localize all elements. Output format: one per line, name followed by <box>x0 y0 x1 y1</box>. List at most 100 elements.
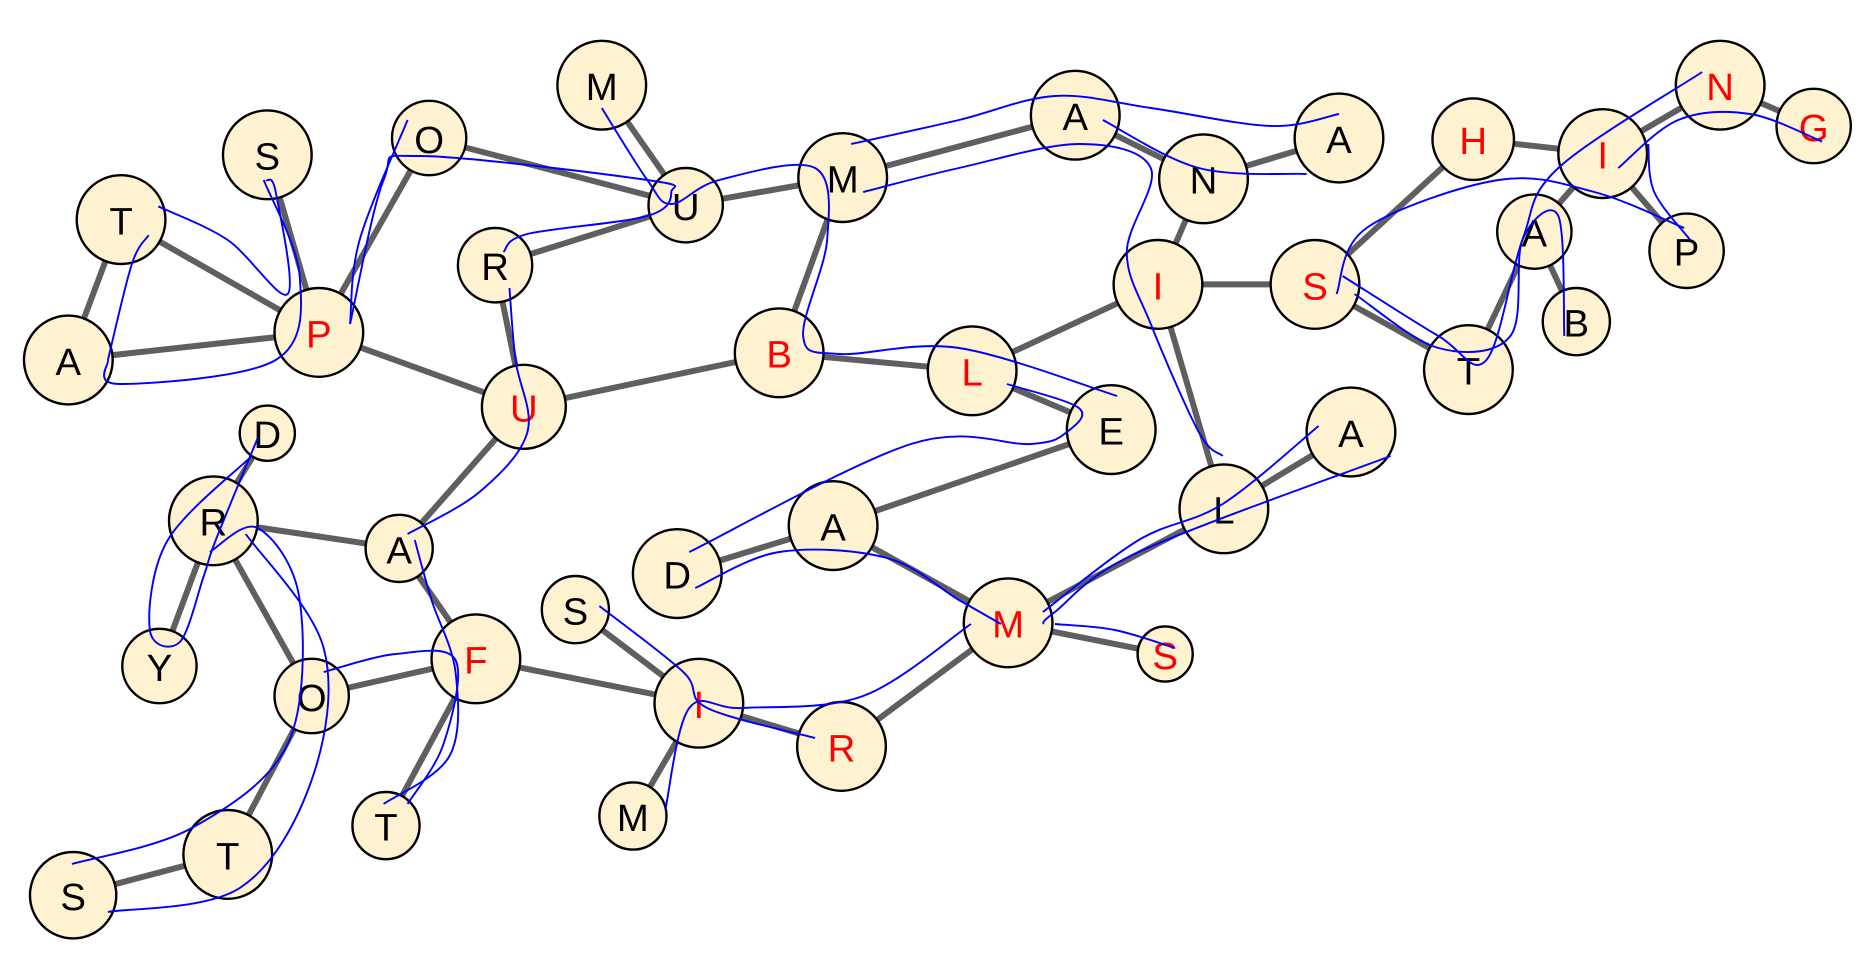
node-circle <box>1065 383 1157 476</box>
letter-node[interactable]: A <box>1293 92 1385 184</box>
node-letter: S <box>563 590 589 633</box>
node-letter: S <box>255 136 281 179</box>
node-circle <box>1775 87 1853 165</box>
trace-path <box>664 623 972 811</box>
node-letter: G <box>1799 107 1829 150</box>
word-trace-paths <box>71 71 1823 913</box>
node-letter: T <box>374 806 397 849</box>
node-letter: E <box>1098 410 1124 453</box>
letter-node[interactable]: R <box>795 700 888 792</box>
letter-node[interactable]: U <box>647 166 725 244</box>
trace-path <box>1054 623 1176 649</box>
node-letter: R <box>828 727 856 770</box>
node-letter: D <box>253 414 281 457</box>
node-circle <box>1557 108 1649 200</box>
letter-node[interactable]: Y <box>121 627 198 705</box>
letter-node[interactable]: M <box>598 781 668 851</box>
node-letter: O <box>414 119 444 162</box>
node-circle <box>1293 92 1385 184</box>
node-letter: H <box>1459 120 1487 163</box>
letter-node[interactable]: B <box>733 307 825 399</box>
node-letter: M <box>992 604 1024 647</box>
letter-node[interactable]: G <box>1775 87 1853 165</box>
node-circle <box>364 513 434 584</box>
letter-node[interactable]: L <box>1178 463 1270 555</box>
letter-node[interactable]: P <box>1648 212 1725 290</box>
letter-node[interactable]: S <box>221 109 313 201</box>
letter-node[interactable]: I <box>1112 238 1204 330</box>
node-letter: M <box>586 66 618 109</box>
letter-node[interactable]: N <box>1157 133 1250 225</box>
letter-node[interactable]: T <box>75 174 167 266</box>
letter-node[interactable]: T <box>1422 323 1514 416</box>
node-letter: B <box>766 334 792 377</box>
node-letter: M <box>827 158 859 201</box>
letter-node[interactable]: H <box>1431 97 1516 182</box>
trace-path <box>107 533 330 913</box>
letter-node[interactable]: S <box>1136 625 1194 683</box>
letter-node[interactable]: T <box>351 790 421 861</box>
letter-node[interactable]: B <box>1541 286 1612 357</box>
node-circle <box>480 363 567 450</box>
trace-path <box>103 179 302 385</box>
letter-node[interactable]: A <box>787 480 879 572</box>
trace-path <box>148 437 259 648</box>
node-letter: P <box>306 313 332 356</box>
node-circle <box>430 613 522 705</box>
letter-node[interactable]: O <box>390 99 468 177</box>
letter-node[interactable]: A <box>1029 69 1121 161</box>
node-letter: A <box>1062 96 1088 139</box>
node-circle <box>273 657 351 735</box>
node-circle <box>1112 238 1204 330</box>
node-letter: L <box>1213 490 1234 533</box>
letter-node[interactable]: U <box>480 363 567 450</box>
letter-node[interactable]: S <box>28 850 118 940</box>
node-circle <box>1269 238 1361 330</box>
letter-node[interactable]: D <box>631 528 723 620</box>
letter-node[interactable]: F <box>430 613 522 705</box>
letter-node[interactable]: A <box>22 314 114 406</box>
trace-path <box>1042 425 1320 613</box>
node-letter: A <box>1338 413 1364 456</box>
node-letter: I <box>1153 265 1164 308</box>
node-circle <box>1029 69 1121 161</box>
node-letter: M <box>617 797 649 840</box>
letter-node[interactable]: D <box>238 404 297 462</box>
node-letter: N <box>1706 66 1734 109</box>
letter-node[interactable]: N <box>1674 39 1766 131</box>
graph-edge <box>832 426 1113 529</box>
letter-node[interactable]: S <box>540 574 611 645</box>
letter-node[interactable]: R <box>456 226 534 304</box>
letter-node[interactable]: A <box>1305 386 1397 478</box>
node-circle <box>1422 323 1514 416</box>
node-letter: Y <box>147 647 173 690</box>
trace-path <box>71 525 304 865</box>
node-circle <box>556 39 648 131</box>
node-letter: T <box>1457 350 1480 393</box>
graph-edge <box>428 135 687 209</box>
trace-path <box>1102 119 1307 176</box>
letter-node[interactable]: I <box>1557 108 1649 200</box>
node-circle <box>28 850 118 940</box>
letter-node[interactable]: A <box>1496 193 1573 270</box>
node-letter: F <box>464 640 487 683</box>
trace-path <box>694 548 1002 625</box>
trace-path <box>157 178 291 296</box>
letter-node[interactable]: E <box>1065 383 1157 476</box>
letter-node[interactable]: O <box>273 657 351 735</box>
letter-node[interactable]: P <box>273 286 365 378</box>
letter-node[interactable]: R <box>167 475 259 567</box>
letter-node[interactable]: M <box>797 132 889 224</box>
letter-node[interactable]: A <box>364 513 434 584</box>
trace-path <box>1647 143 1691 241</box>
letter-node[interactable]: T <box>182 808 274 900</box>
node-letter: T <box>216 835 239 878</box>
letter-node[interactable]: L <box>926 325 1018 417</box>
trace-path <box>600 107 1118 397</box>
letter-node[interactable]: S <box>1269 238 1361 330</box>
letter-node[interactable]: M <box>556 39 648 131</box>
node-circle <box>797 132 889 224</box>
letter-node[interactable]: M <box>962 577 1054 669</box>
node-letter: P <box>1674 232 1700 275</box>
